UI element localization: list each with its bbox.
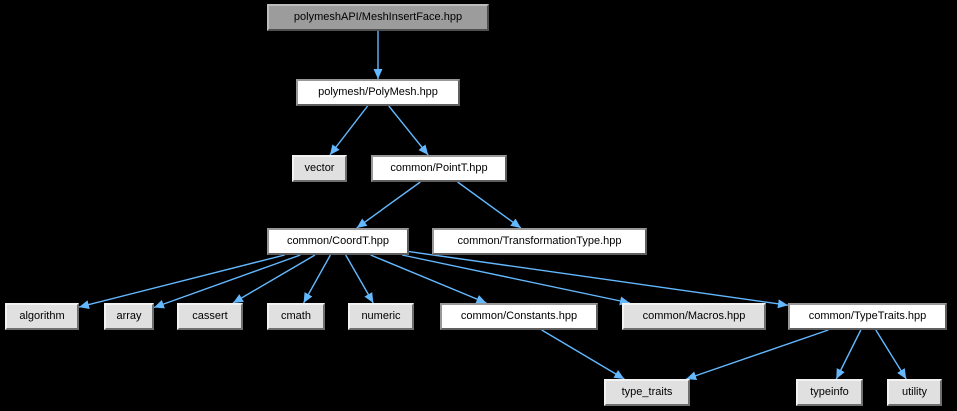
node-algorithm[interactable]: algorithm: [5, 303, 79, 330]
edge-polymesh-to-vector: [329, 105, 369, 156]
node-typetraits[interactable]: common/TypeTraits.hpp: [788, 303, 947, 330]
edge-coordt-to-array: [153, 254, 301, 309]
node-coordt[interactable]: common/CoordT.hpp: [267, 228, 409, 255]
edge-pointt-to-coordt: [356, 181, 421, 229]
edge-polymesh-to-pointt: [388, 105, 429, 156]
node-utility[interactable]: utility: [887, 379, 942, 406]
edge-typetraits-to-utility: [875, 329, 907, 380]
edge-coordt-to-typetraits: [408, 250, 789, 309]
node-pointt[interactable]: common/PointT.hpp: [371, 155, 507, 182]
edge-typetraits-to-type_traits: [685, 329, 829, 380]
edge-coordt-to-numeric: [345, 254, 374, 304]
edge-coordt-to-algorithm: [78, 254, 285, 310]
node-constants[interactable]: common/Constants.hpp: [440, 303, 598, 330]
node-type_traits[interactable]: type_traits: [604, 379, 690, 406]
edge-coordt-to-cmath: [302, 254, 332, 304]
edge-constants-to-type_traits: [541, 329, 625, 380]
edge-pointt-to-transformationtype: [457, 181, 522, 229]
node-transformationtype[interactable]: common/TransformationType.hpp: [432, 228, 647, 255]
node-vector[interactable]: vector: [292, 155, 347, 182]
edge-typetraits-to-typeinfo: [835, 329, 862, 380]
node-cmath[interactable]: cmath: [267, 303, 325, 330]
node-cassert[interactable]: cassert: [177, 303, 243, 330]
node-polymesh[interactable]: polymesh/PolyMesh.hpp: [296, 79, 460, 106]
edge-coordt-to-cassert: [232, 254, 316, 304]
edge-coordt-to-constants: [370, 254, 487, 304]
node-meshinsertface[interactable]: polymeshAPI/MeshInsertFace.hpp: [267, 4, 489, 31]
node-typeinfo[interactable]: typeinfo: [796, 379, 863, 406]
edge-coordt-to-macros: [401, 254, 631, 306]
node-macros[interactable]: common/Macros.hpp: [622, 303, 766, 330]
node-array[interactable]: array: [104, 303, 154, 330]
node-numeric[interactable]: numeric: [348, 303, 414, 330]
